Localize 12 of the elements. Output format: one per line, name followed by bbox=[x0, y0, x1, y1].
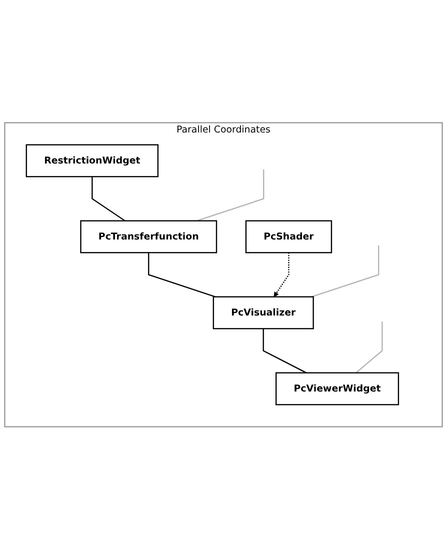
arrow bbox=[274, 252, 290, 297]
connector bbox=[196, 169, 264, 222]
node-box: PcShader bbox=[245, 220, 332, 253]
node-box: RestrictionWidget bbox=[26, 144, 159, 177]
connector bbox=[311, 245, 380, 298]
node-box: PcViewerWidget bbox=[275, 372, 400, 405]
connector bbox=[148, 252, 216, 298]
node-box: PcTransferfunction bbox=[80, 220, 218, 253]
connector bbox=[262, 328, 307, 374]
node-box: PcVisualizer bbox=[212, 296, 314, 329]
connector bbox=[92, 176, 126, 222]
connector bbox=[356, 321, 383, 374]
